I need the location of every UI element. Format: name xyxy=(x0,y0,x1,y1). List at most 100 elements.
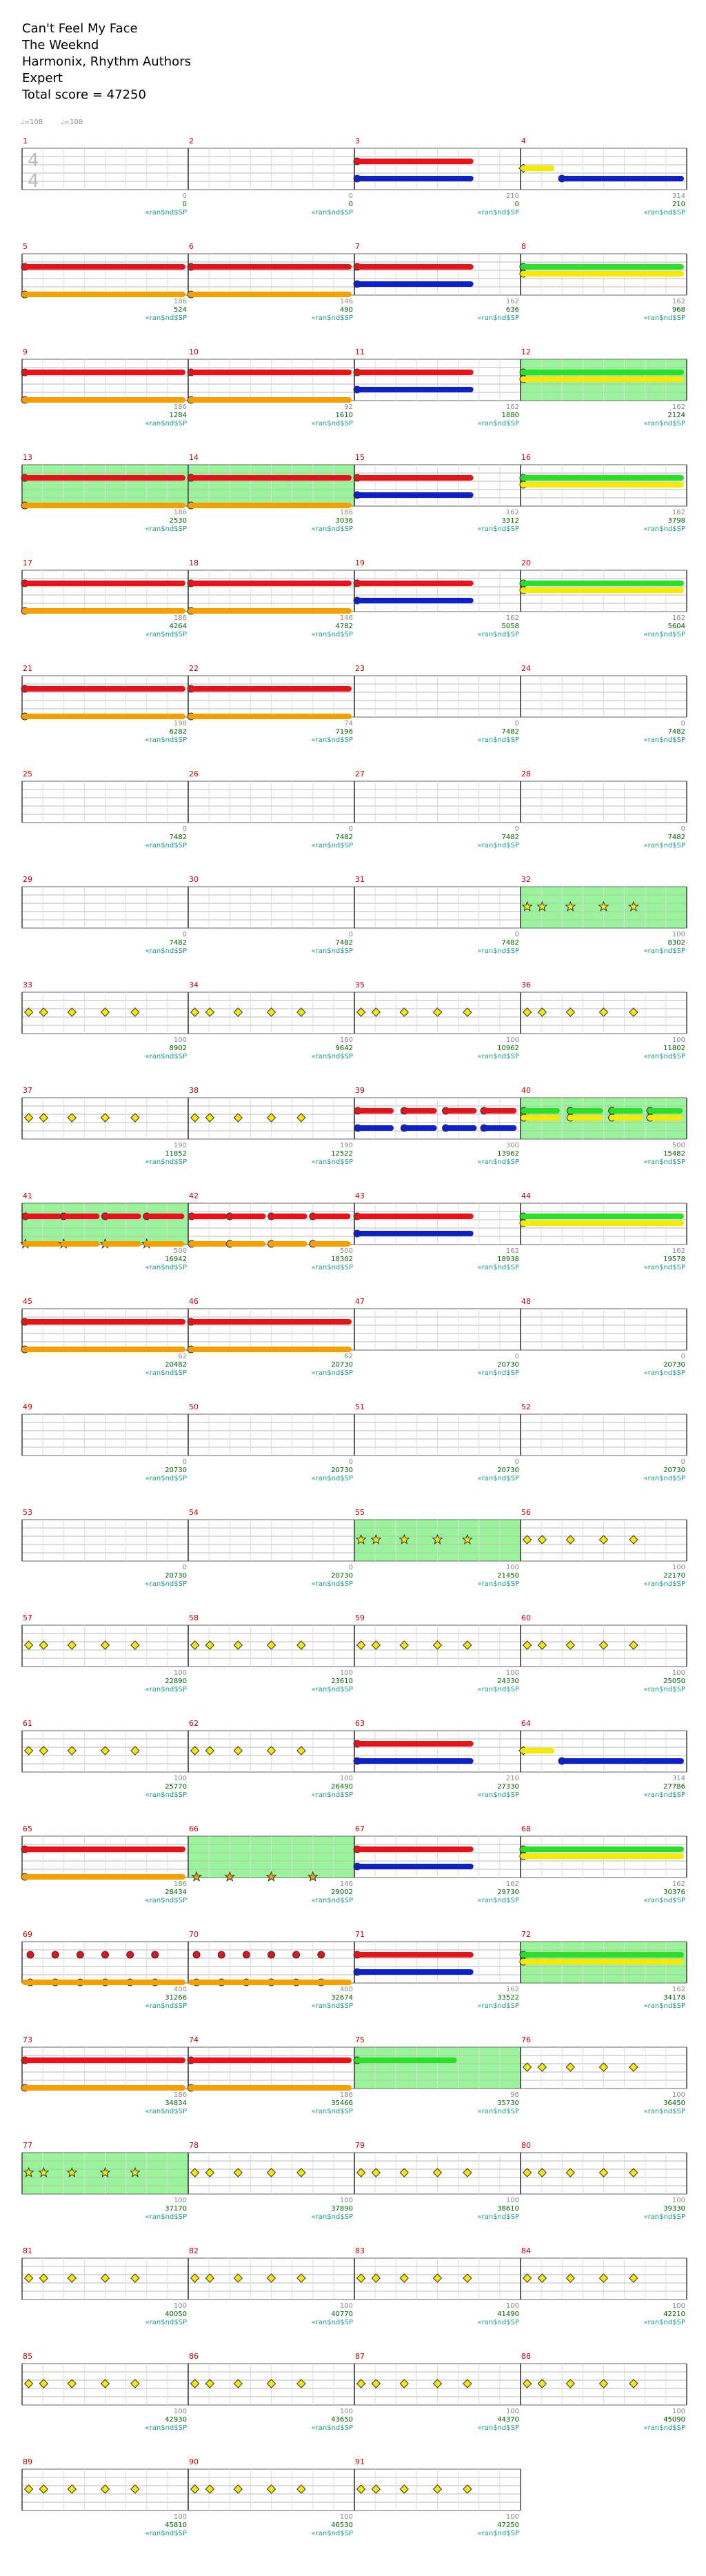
measure-number: 24 xyxy=(521,664,531,673)
note-yellow xyxy=(463,1007,472,1017)
note-yellow xyxy=(190,1640,200,1650)
note-yellow xyxy=(432,2168,443,2177)
measure-number: 13 xyxy=(23,453,32,462)
note-yellow xyxy=(205,2484,215,2494)
measure-counter: 100 xyxy=(340,2302,353,2310)
measure-score: 41490 xyxy=(497,2311,519,2318)
measure-score: 20730 xyxy=(331,1361,353,1369)
measure-counter: 100 xyxy=(506,2408,519,2415)
measure-counter: 0 xyxy=(349,825,353,833)
measure-score: 10962 xyxy=(497,1045,519,1052)
measure-score: 1610 xyxy=(336,412,353,419)
note-yellow xyxy=(565,1007,576,1017)
note-yellow xyxy=(522,2379,532,2388)
measure-counter: 162 xyxy=(672,403,685,411)
spc-label: «ran$nd$SP xyxy=(145,1158,187,1166)
note-yellow xyxy=(23,2379,34,2388)
measure-counter: 162 xyxy=(506,614,519,622)
measure-number: 7 xyxy=(355,242,360,251)
note-star-yellow xyxy=(399,1533,410,1544)
measure-counter: 162 xyxy=(506,1880,519,1888)
measure-score: 29002 xyxy=(331,1889,353,1896)
measure-counter: 100 xyxy=(506,1036,519,1044)
song-artist: The Weeknd xyxy=(22,38,99,52)
measure-score: 23610 xyxy=(331,1678,353,1685)
measure-score: 37170 xyxy=(165,2205,187,2213)
note-star-yellow xyxy=(355,1533,367,1544)
measure-score: 4782 xyxy=(336,623,353,630)
note-yellow xyxy=(205,2168,215,2177)
measure-score: 7482 xyxy=(502,728,519,736)
note-yellow xyxy=(565,2062,576,2072)
measure-counter: 314 xyxy=(672,192,685,200)
measure-counter: 400 xyxy=(174,1986,187,1993)
note-yellow xyxy=(190,2168,200,2177)
song-title: Can't Feel My Face xyxy=(22,21,138,36)
measure-score: 0 xyxy=(183,201,187,208)
measure-number: 39 xyxy=(355,1086,365,1095)
measure-score: 7482 xyxy=(502,939,519,947)
measure-number: 36 xyxy=(521,980,531,989)
measure-number: 63 xyxy=(355,1719,365,1728)
note-yellow xyxy=(356,2484,366,2494)
note-yellow xyxy=(296,2168,306,2177)
measure-score: 7482 xyxy=(502,834,519,841)
spc-label: «ran$nd$SP xyxy=(644,2213,685,2221)
note-yellow xyxy=(296,2273,306,2283)
measure-number: 61 xyxy=(23,1719,32,1728)
note-yellow xyxy=(537,2062,547,2072)
note-yellow xyxy=(371,1007,381,1017)
measure-number: 69 xyxy=(23,1930,32,1939)
note-yellow xyxy=(522,2062,532,2072)
measure-counter: 0 xyxy=(515,720,519,727)
note-yellow xyxy=(205,1113,215,1123)
spc-label: «ran$nd$SP xyxy=(312,842,353,849)
measure-score: 968 xyxy=(672,306,685,314)
note-yellow xyxy=(522,1535,532,1544)
note-yellow xyxy=(356,2168,366,2177)
note-yellow xyxy=(23,1640,34,1650)
measure-counter: 162 xyxy=(506,1247,519,1255)
spc-label: «ran$nd$SP xyxy=(478,842,519,849)
spc-label: «ran$nd$SP xyxy=(312,1475,353,1482)
measure-number: 45 xyxy=(23,1297,32,1306)
measure-counter: 100 xyxy=(174,2302,187,2310)
note-yellow xyxy=(629,2273,638,2283)
measure-counter: 100 xyxy=(174,2513,187,2521)
measure-score: 7482 xyxy=(336,939,353,947)
spc-label: «ran$nd$SP xyxy=(312,2213,353,2221)
measure-score: 45090 xyxy=(663,2416,685,2424)
measure-score: 40770 xyxy=(331,2311,353,2318)
measure-number: 2 xyxy=(189,137,194,145)
measure-counter: 186 xyxy=(174,614,187,622)
measure-score: 24330 xyxy=(497,1678,519,1685)
measure-score: 27786 xyxy=(663,1783,685,1791)
measure-number: 33 xyxy=(23,980,32,989)
note-yellow xyxy=(190,2379,200,2388)
measure-number: 29 xyxy=(23,875,32,884)
measure-number: 35 xyxy=(355,980,365,989)
note-yellow xyxy=(598,1007,609,1017)
note-yellow xyxy=(537,2168,547,2177)
measure-counter: 0 xyxy=(681,825,685,833)
measure-counter: 162 xyxy=(672,1880,685,1888)
spc-label: «ran$nd$SP xyxy=(644,1897,685,1904)
measure-score: 0 xyxy=(515,201,519,208)
note-yellow xyxy=(266,2484,276,2494)
spc-label: «ran$nd$SP xyxy=(644,1053,685,1060)
measure-score: 20730 xyxy=(331,1572,353,1580)
note-yellow xyxy=(67,1640,77,1650)
measure-score: 18302 xyxy=(331,1256,353,1263)
note-yellow xyxy=(100,2484,110,2494)
note-yellow xyxy=(67,2484,77,2494)
note-yellow xyxy=(100,2379,110,2388)
spc-label: «ran$nd$SP xyxy=(478,1158,519,1166)
measure-counter: 74 xyxy=(344,720,353,727)
spc-label: «ran$nd$SP xyxy=(644,1264,685,1271)
measure-number: 75 xyxy=(355,2035,365,2044)
measure-score: 1880 xyxy=(502,412,519,419)
measure-counter: 162 xyxy=(506,298,519,305)
spc-label: «ran$nd$SP xyxy=(644,736,685,744)
note-yellow xyxy=(565,2168,576,2177)
measure-number: 26 xyxy=(189,769,199,778)
